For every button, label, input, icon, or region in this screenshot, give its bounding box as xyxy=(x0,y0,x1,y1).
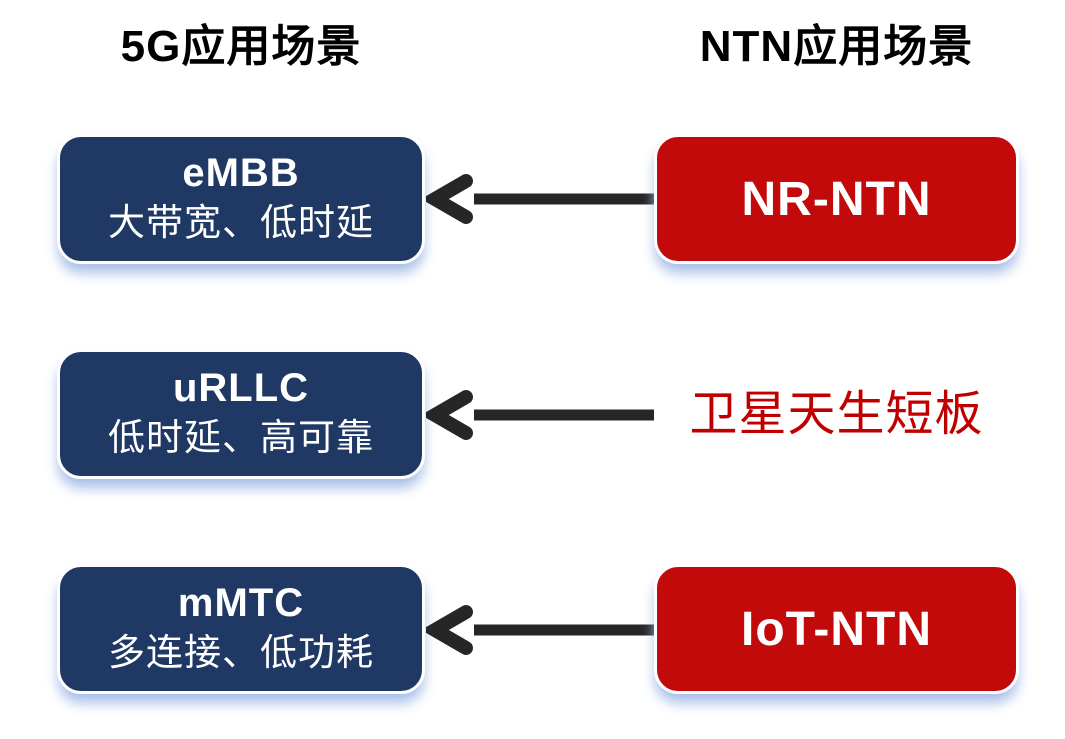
nr-ntn-label: NR-NTN xyxy=(741,172,932,226)
embb-title: eMBB xyxy=(182,151,300,195)
left-arrow-icon xyxy=(426,605,654,655)
iot-ntn-box: IoT-NTN xyxy=(654,564,1019,694)
urllc-title: uRLLC xyxy=(172,366,310,410)
left-arrow-icon xyxy=(426,174,654,224)
urllc-box: uRLLC 低时延、高可靠 xyxy=(57,349,425,479)
embb-subtitle: 大带宽、低时延 xyxy=(108,202,374,243)
mmtc-title: mMTC xyxy=(177,581,305,625)
urllc-subtitle: 低时延、高可靠 xyxy=(108,417,374,458)
satellite-shortcoming-note: 卫星天生短板 xyxy=(689,388,984,441)
iot-ntn-label: IoT-NTN xyxy=(741,602,932,656)
nr-ntn-box: NR-NTN xyxy=(654,134,1019,264)
embb-box: eMBB 大带宽、低时延 xyxy=(57,134,425,264)
mmtc-subtitle: 多连接、低功耗 xyxy=(108,632,374,673)
left-arrow-icon xyxy=(426,390,654,440)
left-column-header: 5G应用场景 xyxy=(120,22,362,71)
right-column-header: NTN应用场景 xyxy=(699,22,974,71)
mmtc-box: mMTC 多连接、低功耗 xyxy=(57,564,425,694)
